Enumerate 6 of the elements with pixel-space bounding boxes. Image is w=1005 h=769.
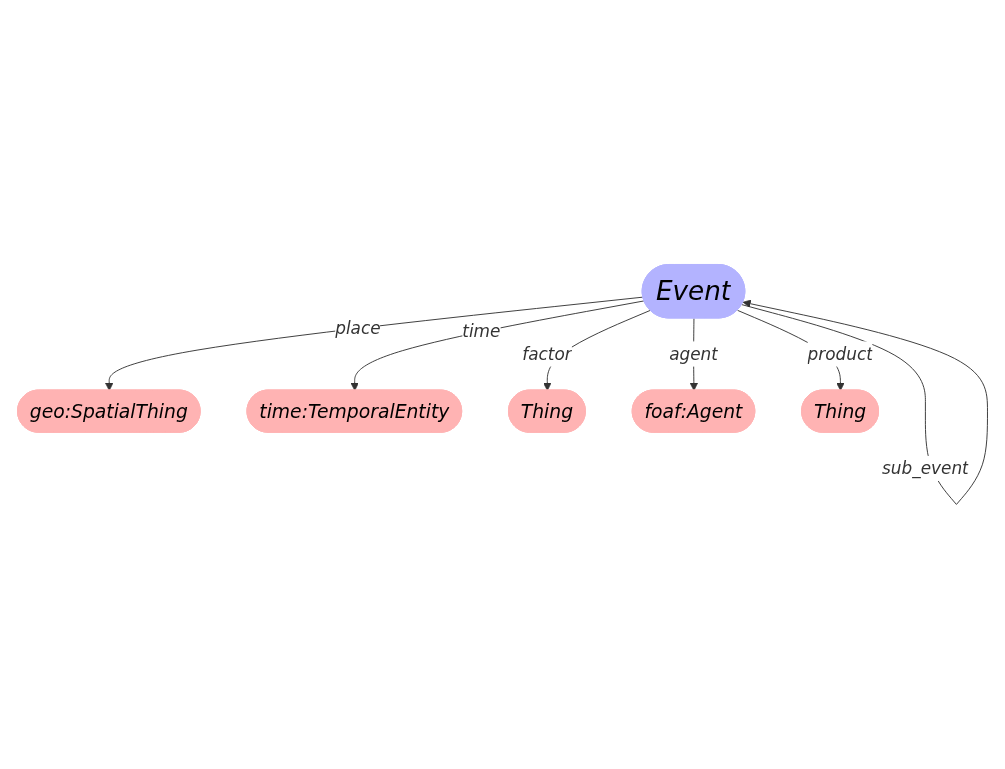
edge-label: sub_event — [882, 458, 969, 479]
edge-label: place — [335, 317, 381, 338]
edge-label: product — [807, 344, 873, 364]
edge-label: factor — [522, 344, 572, 364]
edge-label: time — [462, 320, 501, 341]
edge-label: agent — [669, 344, 718, 364]
